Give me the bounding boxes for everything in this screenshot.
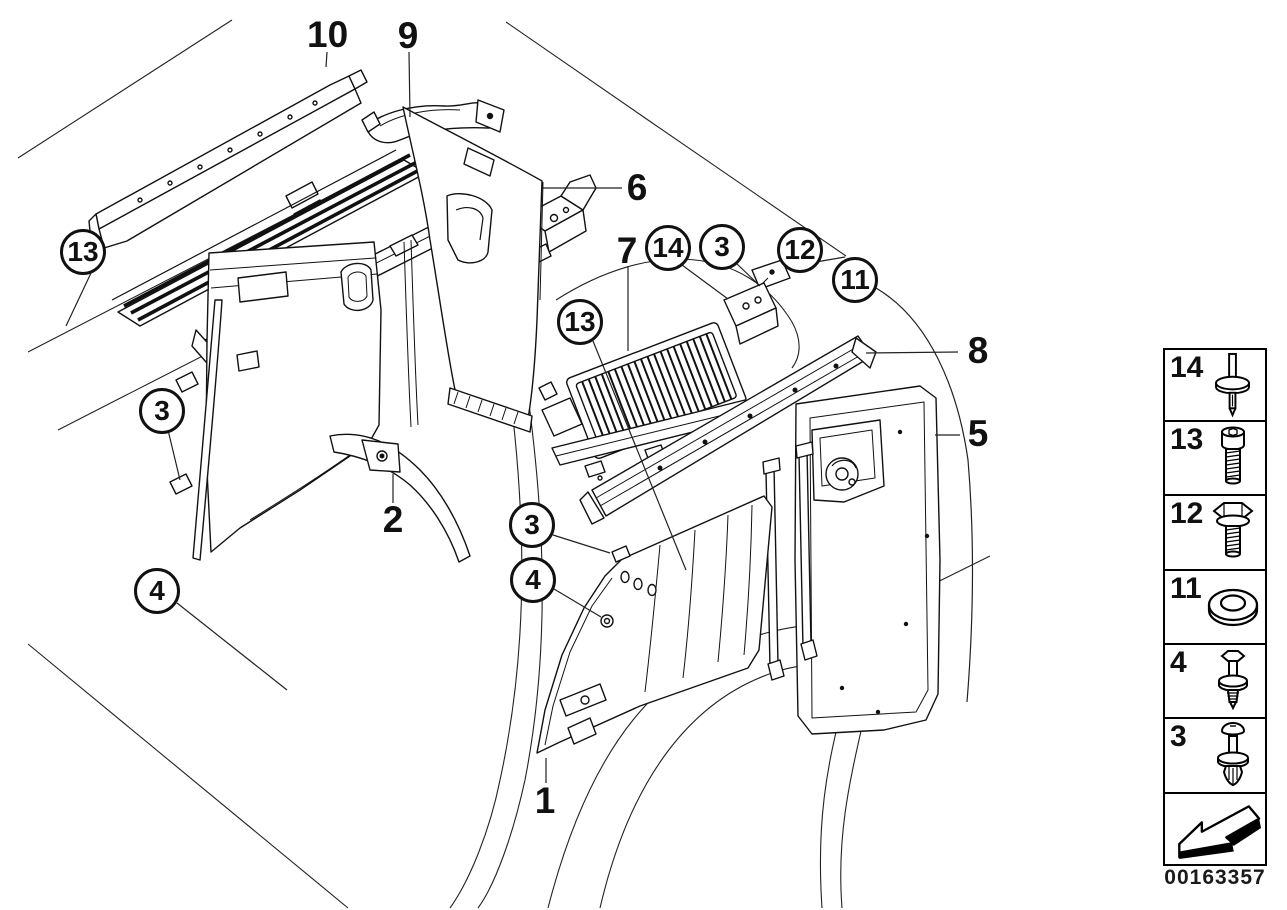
callout-11[interactable]: 11 (832, 257, 878, 303)
callout-6[interactable]: 6 (626, 167, 648, 208)
callout-2[interactable]: 2 (382, 499, 404, 540)
callout-10[interactable]: 10 (307, 14, 349, 55)
legend-item-4[interactable]: 4 (1165, 645, 1265, 719)
callout-3[interactable]: 3 (699, 224, 745, 270)
callout-7[interactable]: 7 (616, 230, 638, 271)
direction-arrow-icon (1178, 805, 1262, 859)
part-7-grille (538, 322, 754, 481)
part-10-rail (88, 69, 368, 249)
expanding-rivet-icon (1217, 722, 1249, 787)
washer-icon (1207, 588, 1259, 627)
part-divider-posts (762, 441, 818, 681)
legend-label: 12 (1170, 497, 1204, 530)
legend-label: 14 (1170, 351, 1204, 384)
callout-9[interactable]: 9 (397, 15, 419, 56)
legend-item-13[interactable]: 13 (1165, 422, 1265, 496)
part-5-panel (794, 385, 941, 735)
legend-item-11[interactable]: 11 (1165, 571, 1265, 645)
callout-4[interactable]: 4 (510, 557, 556, 603)
expanding-rivet-screw-icon (1218, 650, 1248, 711)
part-2-panel (169, 241, 471, 563)
legend-item-14[interactable]: 14 (1165, 350, 1265, 422)
part-6-flap (402, 106, 544, 433)
legend-label: 13 (1170, 423, 1204, 456)
part-grille-bracket (723, 259, 791, 345)
callout-14[interactable]: 14 (645, 225, 691, 271)
expansion-rivet-icon (1215, 352, 1250, 418)
socket-head-screw-icon (1221, 426, 1245, 485)
leader-lines (65, 51, 974, 783)
hex-flange-bolt-icon (1212, 502, 1254, 558)
legend-footer[interactable] (1165, 794, 1265, 864)
callout-3[interactable]: 3 (139, 388, 185, 434)
legend-label: 4 (1170, 646, 1187, 679)
callout-13[interactable]: 13 (557, 299, 603, 345)
diagram-part-number: 00163357 (1164, 866, 1266, 889)
callout-8[interactable]: 8 (967, 330, 989, 371)
part-latch-bracket (522, 174, 597, 265)
legend-item-12[interactable]: 12 (1165, 496, 1265, 571)
part-seal-strip (111, 149, 427, 327)
callout-12[interactable]: 12 (777, 227, 823, 273)
callout-4[interactable]: 4 (134, 568, 180, 614)
callout-13[interactable]: 13 (60, 229, 106, 275)
part-1-panel (536, 495, 773, 754)
part-8-sill-strip (579, 335, 877, 525)
callout-1[interactable]: 1 (534, 780, 556, 821)
legend-label: 3 (1170, 720, 1187, 753)
legend-item-3[interactable]: 3 (1165, 719, 1265, 794)
callout-5[interactable]: 5 (967, 413, 989, 454)
callout-3[interactable]: 3 (509, 502, 555, 548)
fastener-legend: 14 13 (1163, 348, 1267, 866)
legend-label: 11 (1170, 572, 1202, 605)
